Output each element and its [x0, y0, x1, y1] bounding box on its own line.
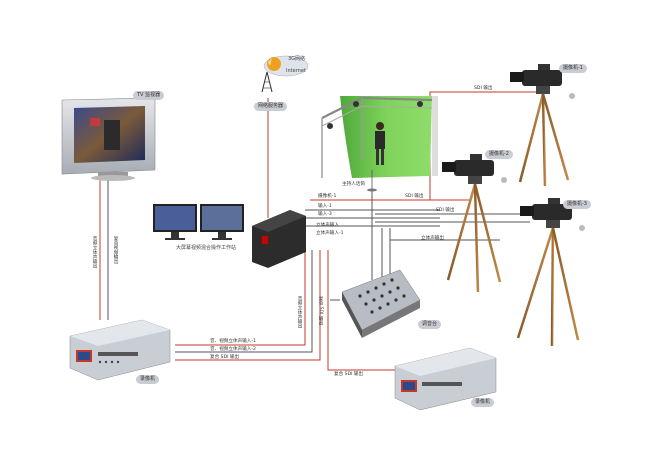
recorder-left — [69, 319, 171, 381]
light-icon — [417, 101, 423, 107]
camera-3 — [516, 198, 585, 347]
cam-in-2: 输入-1 — [318, 204, 332, 209]
recorder-left-tag: 录像机 — [136, 375, 160, 384]
cable-ws-rec-3 — [175, 250, 321, 361]
presenter-head — [376, 122, 384, 130]
tv-monitor — [61, 97, 156, 181]
cable-ws-rec-2 — [175, 250, 313, 353]
green-screen-studio — [321, 96, 438, 192]
light-icon — [353, 101, 359, 107]
audio-mixer — [341, 269, 421, 338]
camera3-tag: 摄像机-3 — [563, 200, 591, 209]
cam-in-3: 输入-3 — [318, 212, 332, 217]
presenter-mic-label: 主持人话筒 — [342, 182, 365, 187]
internet-node-tag: 网络服务器 — [254, 102, 288, 111]
light-icon — [327, 123, 333, 129]
sdi-out-3: SDI 输出 — [436, 208, 455, 213]
mixer-tag: 调音台 — [418, 320, 442, 329]
stereo-in-2: 立体声输出 — [421, 236, 444, 241]
cloud-bottom-label: Internet — [286, 68, 306, 74]
camera-mic — [569, 93, 575, 99]
camera1-tag: 摄像机-1 — [559, 64, 587, 73]
camera2-tag: 摄像机-2 — [485, 150, 513, 159]
vert-left-2: 复合视频输出 — [113, 236, 118, 264]
rec-right-out: 复合 SDI 输出 — [334, 372, 364, 377]
rec-in-1: 音、视频立体声输入-1 — [210, 339, 256, 344]
rec-out: 复合 SDI 输出 — [210, 355, 240, 360]
stereo-in: 立体声输入 — [316, 223, 339, 228]
monitor-tag: TV 监视器 — [133, 91, 165, 100]
cable-ws-rec-right — [327, 250, 395, 371]
presenter-on-screen — [104, 120, 120, 150]
camera-2 — [442, 154, 507, 293]
vert-left-1: 音频立体声输出 — [92, 236, 97, 269]
editing-monitors — [153, 204, 244, 240]
camera-mic — [501, 177, 507, 183]
cloud-top-label: 3G网络 — [288, 56, 306, 62]
recorder-right — [394, 347, 497, 411]
rec-in-2: 音、视频立体声输入-2 — [210, 347, 256, 352]
cam-in-1: 摄像机-1 — [318, 194, 337, 199]
workstation — [252, 210, 306, 268]
cable-ws-rec-1 — [175, 250, 306, 346]
sdi-out-1: SDI 输出 — [474, 86, 493, 91]
recorder-right-tag: 录像机 — [471, 398, 495, 407]
vert-mid-1: 音频立体声输出 — [297, 296, 302, 329]
camera-1 — [510, 64, 575, 187]
vert-mid-2: 复合 SDI 输出 — [318, 296, 323, 326]
stereo-in-1: 立体声输入-1 — [316, 231, 344, 236]
signal-cables — [99, 91, 540, 371]
logo-badge — [262, 236, 268, 244]
editor-tag: 大屏幕视频混合操作工作站 — [172, 244, 241, 253]
camera-mic — [579, 225, 585, 231]
internet-tower — [261, 55, 309, 93]
sdi-out-2: SDI 输出 — [405, 194, 424, 199]
presenter-body — [375, 131, 385, 149]
